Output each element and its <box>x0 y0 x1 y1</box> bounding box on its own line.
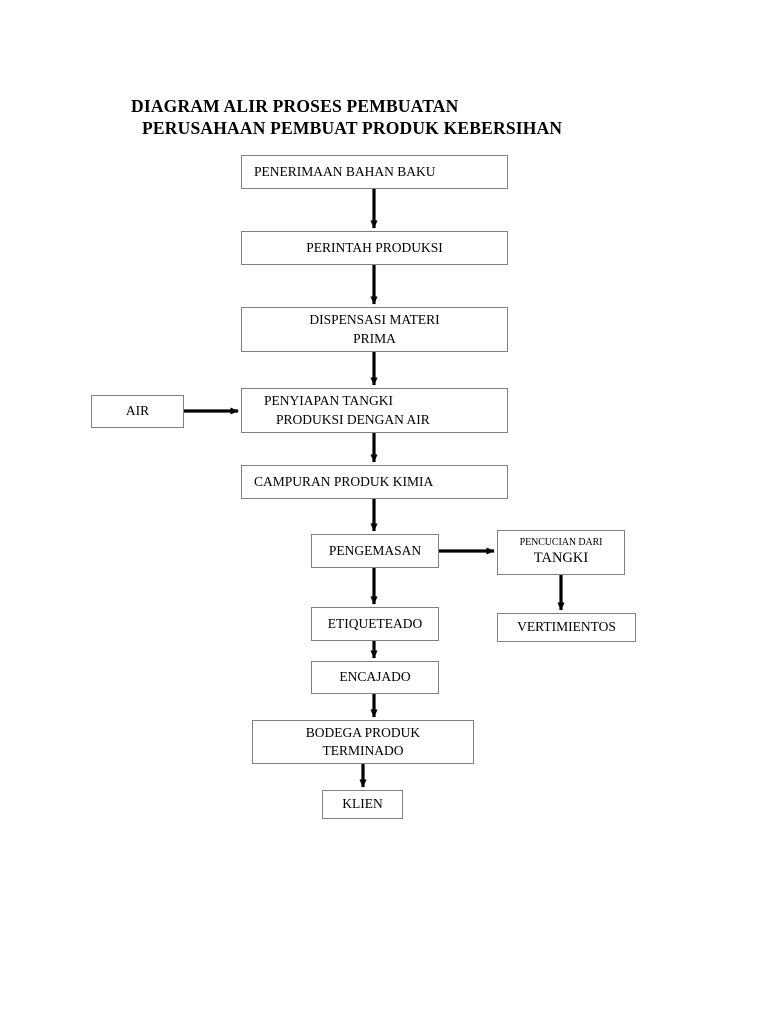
node-bodega-label-line1: BODEGA PRODUK <box>305 724 421 740</box>
node-dispensasi-label-line1: DISPENSASI MATERI <box>309 312 440 328</box>
node-dispensasi-materi-prima[interactable]: DISPENSASI MATERI PRIMA <box>241 307 508 352</box>
node-penerimaan-bahan-baku[interactable]: PENERIMAAN BAHAN BAKU <box>241 155 508 189</box>
node-encajado[interactable]: ENCAJADO <box>311 661 439 694</box>
node-dispensasi-label-line2: PRIMA <box>353 330 396 346</box>
node-air[interactable]: AIR <box>91 395 184 428</box>
node-pengemasan[interactable]: PENGEMASAN <box>311 534 439 568</box>
node-bodega-label-line2: TERMINADO <box>322 743 404 758</box>
node-penerimaan-label: PENERIMAAN BAHAN BAKU <box>254 163 436 179</box>
node-etiqueteado-label: ETIQUETEADO <box>327 615 423 631</box>
node-air-label: AIR <box>125 403 150 419</box>
node-penyiapan-label-line2: PRODUKSI DENGAN AIR <box>276 411 430 427</box>
node-campuran-label: CAMPURAN PRODUK KIMIA <box>254 473 434 489</box>
node-perintah-label: PERINTAH PRODUKSI <box>306 239 443 255</box>
node-klien[interactable]: KLIEN <box>322 790 403 819</box>
node-campuran-produk-kimia[interactable]: CAMPURAN PRODUK KIMIA <box>241 465 508 499</box>
node-klien-label: KLIEN <box>342 796 383 812</box>
node-pencucian-label-line2: TANGKI <box>533 550 589 567</box>
node-encajado-label: ENCAJADO <box>339 669 411 685</box>
page-title-line-1: DIAGRAM ALIR PROSES PEMBUATAN <box>131 96 459 116</box>
node-bodega-produk-terminado[interactable]: BODEGA PRODUK TERMINADO <box>252 720 474 764</box>
node-perintah-produksi[interactable]: PERINTAH PRODUKSI <box>241 231 508 265</box>
node-penyiapan-tangki[interactable]: PENYIAPAN TANGKI PRODUKSI DENGAN AIR <box>241 388 508 433</box>
node-penyiapan-label-line1: PENYIAPAN TANGKI <box>264 393 394 409</box>
node-etiqueteado[interactable]: ETIQUETEADO <box>311 607 439 641</box>
node-vertimientos[interactable]: VERTIMIENTOS <box>497 613 636 642</box>
node-pencucian-label-line1: PENCUCIAN DARI <box>519 536 603 548</box>
node-pencucian-dari-tangki[interactable]: PENCUCIAN DARI TANGKI <box>497 530 625 575</box>
node-vertimientos-label: VERTIMIENTOS <box>517 619 616 635</box>
node-pengemasan-label: PENGEMASAN <box>328 542 422 558</box>
page-title-line-2: PERUSAHAAN PEMBUAT PRODUK KEBERSIHAN <box>142 118 563 138</box>
